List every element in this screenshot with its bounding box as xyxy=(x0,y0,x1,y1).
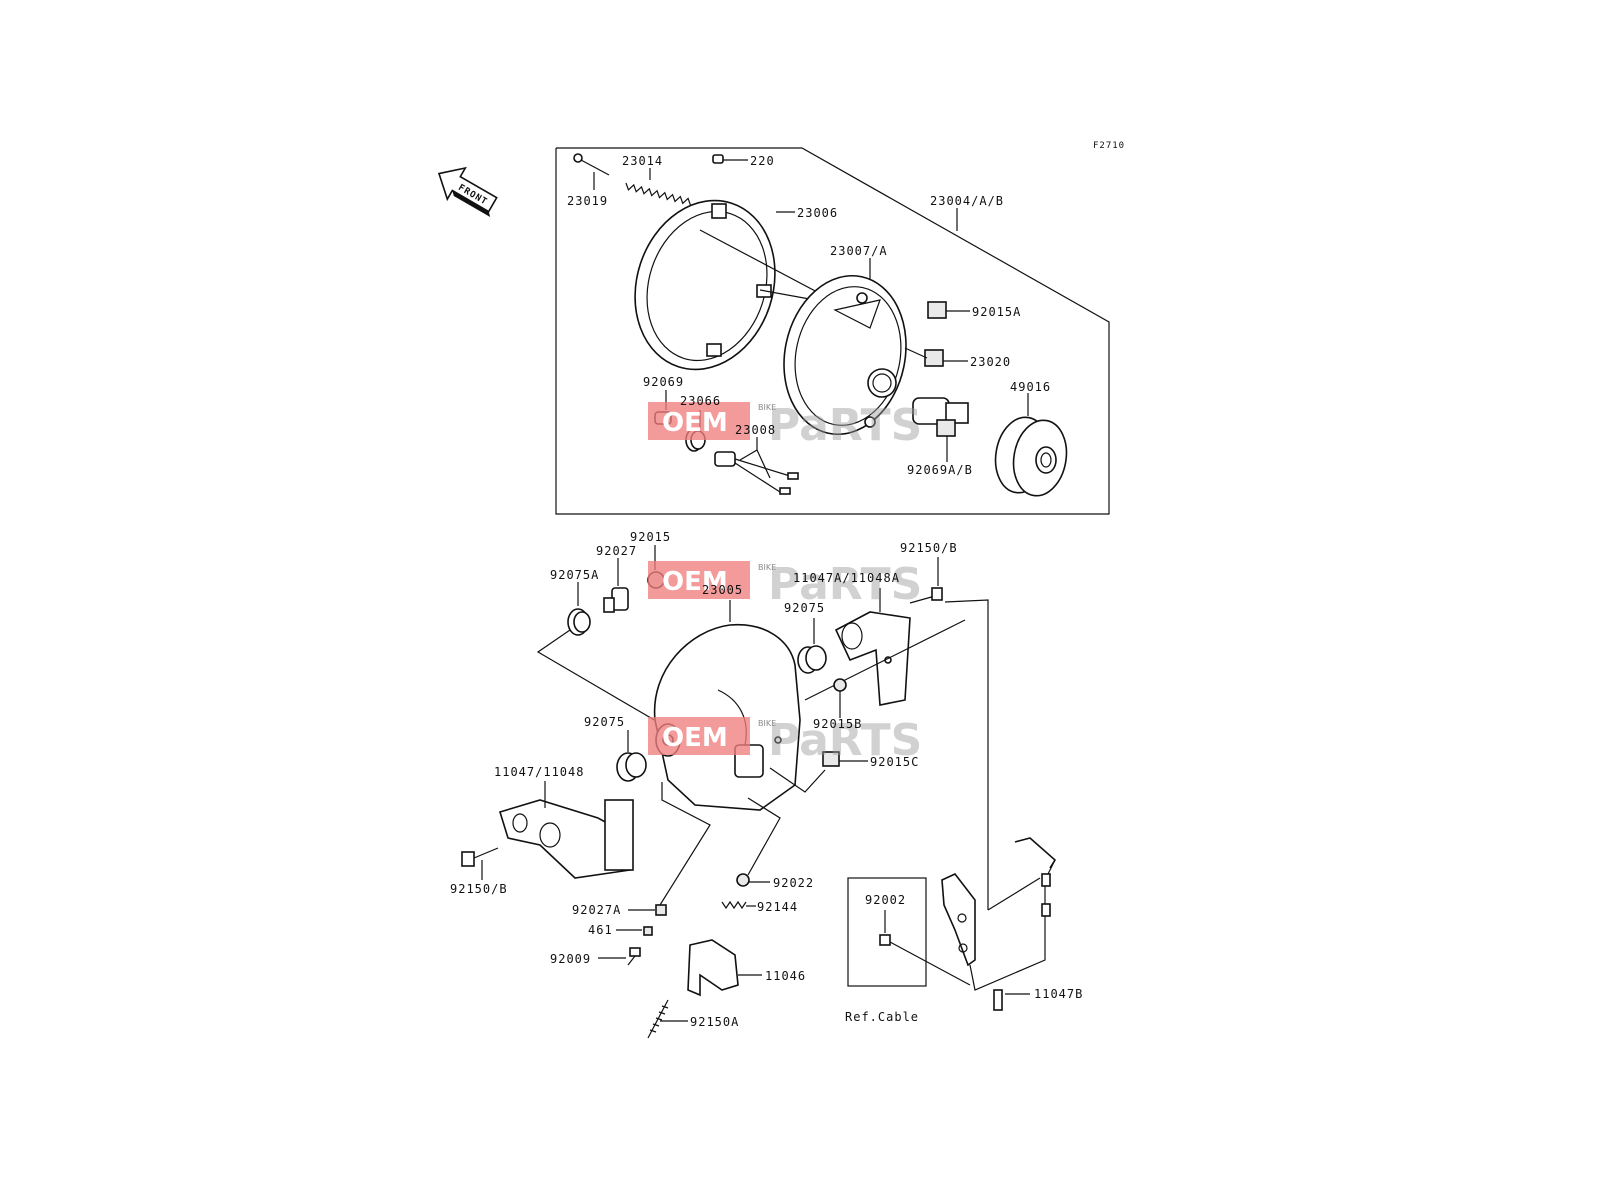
label-92150B-top: 92150/B xyxy=(900,541,958,555)
part-49016-boot xyxy=(994,393,1068,497)
label-220: 220 xyxy=(750,154,775,168)
assembly-frame xyxy=(555,147,1110,515)
label-23005: 23005 xyxy=(702,583,743,597)
label-23006: 23006 xyxy=(797,206,838,220)
part-11047-bracket xyxy=(498,781,634,879)
part-92015B-nut xyxy=(833,678,847,718)
part-11047B-bracket xyxy=(941,837,1057,1011)
part-92150B-bolt-top xyxy=(909,557,989,910)
label-49016: 49016 xyxy=(1010,380,1051,394)
part-23006-rim xyxy=(634,199,871,371)
label-92069: 92069 xyxy=(643,375,684,389)
label-23004: 23004/A/B xyxy=(930,194,1004,208)
part-11047A-bracket xyxy=(804,588,966,706)
label-11047A: 11047A/11048A xyxy=(793,571,900,585)
part-23019-screw xyxy=(573,153,610,190)
label-92075-top: 92075 xyxy=(784,601,825,615)
watermark-bottom: OEM BIKE PaRTS xyxy=(648,715,922,766)
label-92027: 92027 xyxy=(596,544,637,558)
label-11046: 11046 xyxy=(765,969,806,983)
label-92015A: 92015A xyxy=(972,305,1021,319)
part-220-screw xyxy=(712,154,748,164)
part-461 xyxy=(616,926,653,936)
label-92144: 92144 xyxy=(757,900,798,914)
label-23008: 23008 xyxy=(735,423,776,437)
watermark-bike-text: BIKE xyxy=(758,403,776,412)
label-11047: 11047/11048 xyxy=(494,765,584,779)
label-92075-left: 92075 xyxy=(584,715,625,729)
label-23066: 23066 xyxy=(680,394,721,408)
watermark-parts-text: PaRTS xyxy=(768,715,922,766)
label-11047B: 11047B xyxy=(1034,987,1083,1001)
part-92144-spring xyxy=(721,900,756,910)
part-23008-socket xyxy=(714,437,799,495)
part-92069AB-bulb xyxy=(912,397,969,462)
part-92015A-nut xyxy=(927,301,970,319)
label-92015C: 92015C xyxy=(870,755,919,769)
part-11046-clamp xyxy=(687,939,762,997)
label-92150B-left: 92150/B xyxy=(450,882,508,896)
watermark-oem-text: OEM xyxy=(662,723,728,753)
part-92009-screw xyxy=(598,947,641,966)
watermark-parts-text: PaRTS xyxy=(768,559,922,610)
part-92075-grommet-top xyxy=(797,618,827,674)
watermark-oem-text: OEM xyxy=(662,567,728,597)
watermark-bike-text: BIKE xyxy=(758,719,776,728)
part-23005-housing xyxy=(653,600,801,811)
label-23019: 23019 xyxy=(567,194,608,208)
watermark-mid: OEM BIKE PaRTS xyxy=(648,559,922,610)
part-92022-nut xyxy=(736,873,770,887)
front-arrow-icon: FRONT xyxy=(437,166,498,217)
label-92009: 92009 xyxy=(550,952,591,966)
label-23014: 23014 xyxy=(622,154,663,168)
part-92027A-collar xyxy=(628,904,667,916)
label-23007: 23007/A xyxy=(830,244,888,258)
part-92015C-nut xyxy=(769,751,868,793)
ref-cable-box xyxy=(847,877,971,987)
watermark-oem-text: OEM xyxy=(662,408,728,438)
part-92150A-bolt xyxy=(647,999,688,1039)
part-92075A-grommet xyxy=(536,582,681,736)
part-92150B-bolt-left xyxy=(461,847,499,880)
label-461: 461 xyxy=(588,923,613,937)
label-92015: 92015 xyxy=(630,530,671,544)
label-92027A: 92027A xyxy=(572,903,621,917)
part-92075-grommet-left xyxy=(616,730,647,782)
label-92150A: 92150A xyxy=(690,1015,739,1029)
label-92022: 92022 xyxy=(773,876,814,890)
label-92069AB: 92069A/B xyxy=(907,463,973,477)
label-92002: 92002 xyxy=(865,893,906,907)
label-92015B: 92015B xyxy=(813,717,862,731)
watermark-parts-text: PaRTS xyxy=(768,400,922,451)
watermark-bike-text: BIKE xyxy=(758,563,776,572)
label-23020: 23020 xyxy=(970,355,1011,369)
label-92075A: 92075A xyxy=(550,568,599,582)
ref-cable-note: Ref.Cable xyxy=(845,1010,919,1024)
watermark-top: OEM BIKE PaRTS xyxy=(648,400,922,451)
part-92027-collar xyxy=(603,558,629,613)
figure-code: F2710 xyxy=(1093,141,1125,151)
part-23007-reflector xyxy=(783,258,907,436)
part-23014-spring xyxy=(625,168,692,206)
part-23020-nut xyxy=(904,347,968,367)
